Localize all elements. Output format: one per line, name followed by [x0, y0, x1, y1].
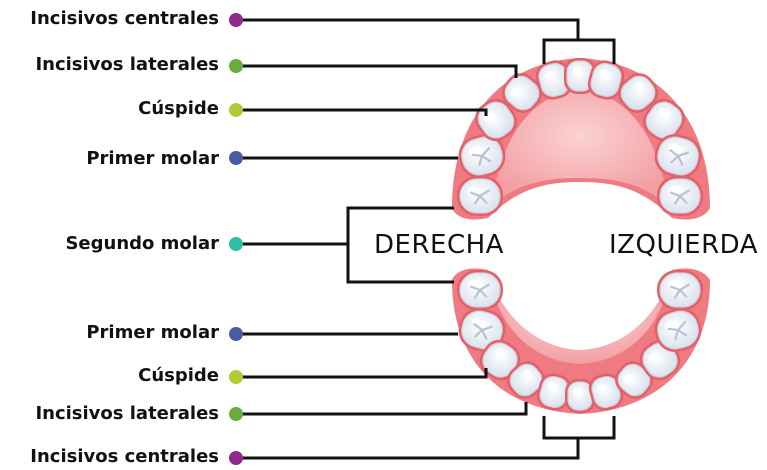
lower-molar-2-right [457, 270, 503, 310]
line-upper-incisivos-centrales [236, 20, 614, 64]
dot-lower-incisivos-laterales [229, 407, 243, 421]
label-lower-incisivos-centrales: Incisivos centrales [30, 448, 219, 466]
upper-molar-2-left [657, 176, 703, 216]
line-upper-incisivos-laterales [236, 66, 516, 78]
lower-molar-2-left [657, 270, 703, 310]
upper-molar-2-right [457, 176, 503, 216]
dot-lower-incisivos-centrales [229, 451, 243, 465]
label-segundo-molar: Segundo molar [65, 235, 219, 253]
line-lower-cuspide [236, 368, 486, 377]
dot-lower-cuspide [229, 370, 243, 384]
side-label-izquierda: IZQUIERDA [609, 232, 758, 258]
dot-upper-cuspide [229, 103, 243, 117]
label-lower-incisivos-laterales: Incisivos laterales [35, 405, 219, 423]
dot-lower-primer-molar [229, 327, 243, 341]
dot-upper-incisivos-laterales [229, 59, 243, 73]
dot-segundo-molar [229, 237, 243, 251]
line-lower-incisivos-laterales [236, 402, 526, 414]
line-lower-incisivos-centrales [236, 416, 614, 458]
dot-upper-primer-molar [229, 151, 243, 165]
label-upper-incisivos-centrales: Incisivos centrales [30, 10, 219, 28]
dot-upper-incisivos-centrales [229, 13, 243, 27]
label-upper-incisivos-laterales: Incisivos laterales [35, 56, 219, 74]
label-lower-cuspide: Cúspide [138, 367, 219, 385]
label-upper-primer-molar: Primer molar [86, 150, 219, 168]
side-label-derecha: DERECHA [374, 232, 504, 258]
label-upper-cuspide: Cúspide [138, 100, 219, 118]
label-lower-primer-molar: Primer molar [86, 324, 219, 342]
line-upper-cuspide [236, 110, 486, 116]
